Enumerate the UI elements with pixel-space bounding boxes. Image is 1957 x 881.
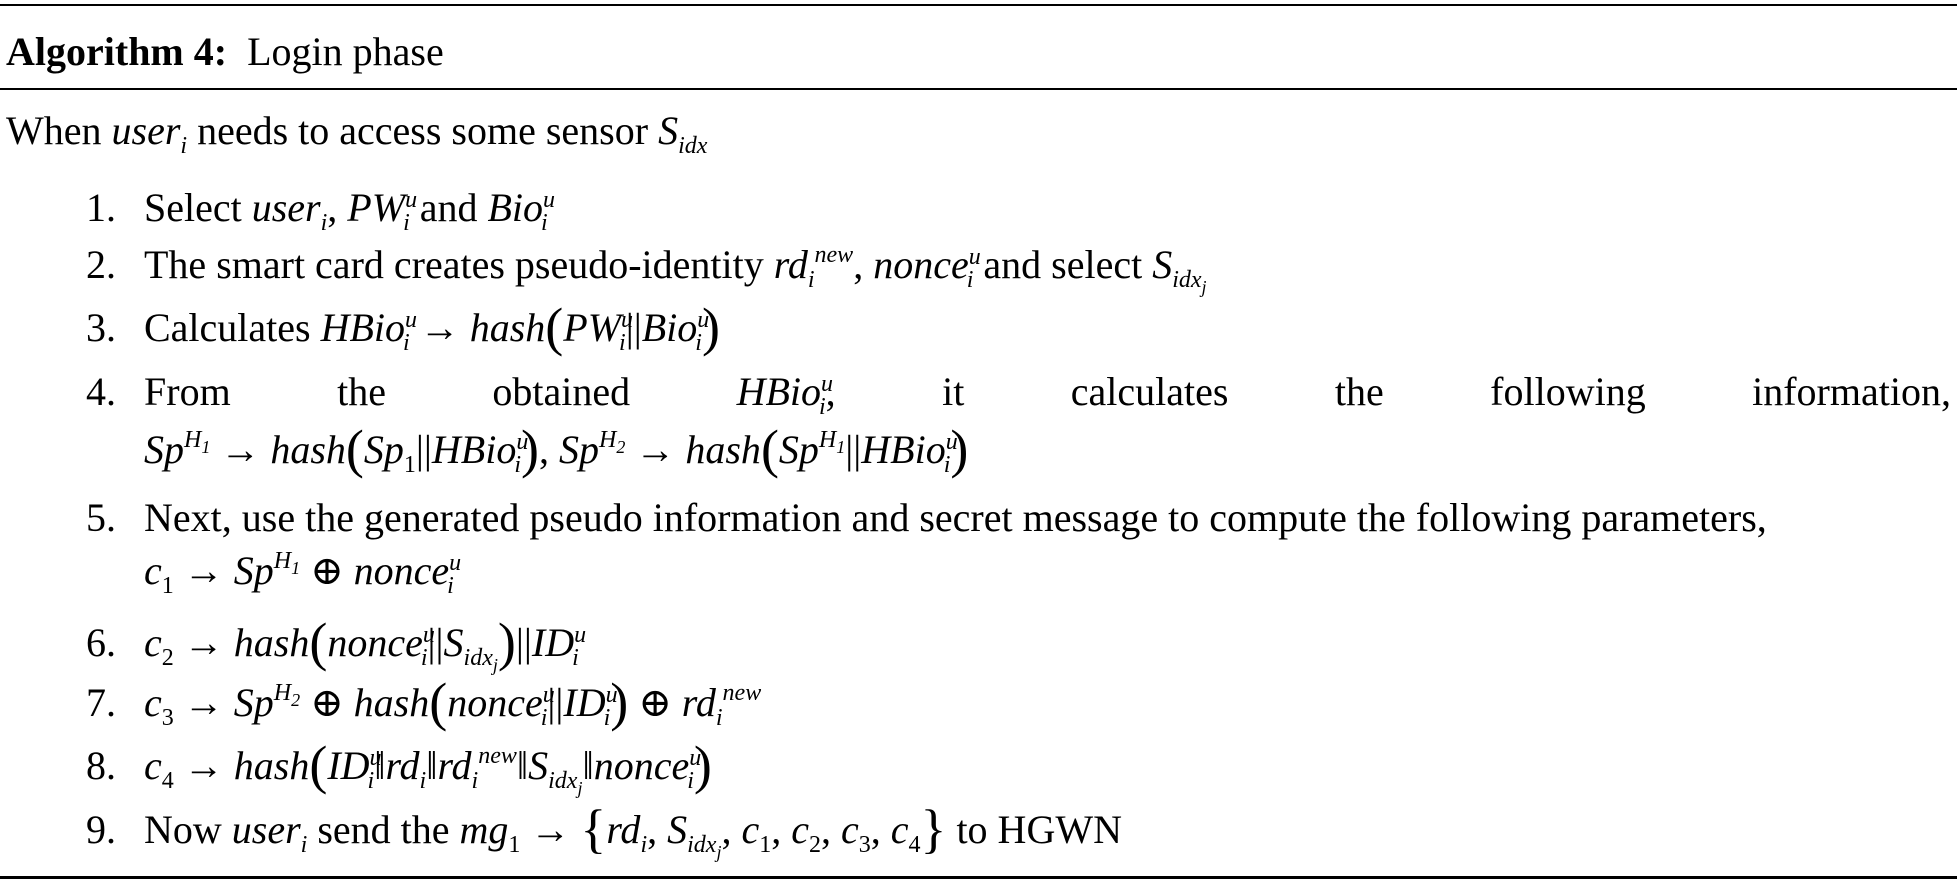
algorithm-label: Algorithm 4: — [6, 29, 228, 74]
algorithm-step-5: 5.Next, use the generated pseudo informa… — [86, 495, 1767, 540]
header-rule — [0, 88, 1957, 90]
algorithm-name: Login phase — [247, 29, 444, 74]
algorithm-step-2: 2.The smart card creates pseudo-identity… — [86, 242, 1207, 297]
algorithm-step-8: 8.c4 → hash(IDui‖rdi‖rdinew‖Sidxj‖nonceu… — [86, 735, 712, 798]
algorithm-step-5-formula: c1 → SpH1 ⊕ nonceui — [144, 548, 462, 599]
bottom-rule — [0, 876, 1957, 879]
algorithm-step-6: 6.c2 → hash(nonceui||Sidxj)||IDui — [86, 612, 587, 675]
algorithm-step-4: 4. From the obtained HBioui, it calculat… — [86, 369, 1951, 420]
algorithm-intro: When useri needs to access some sensor S… — [6, 108, 708, 159]
top-rule — [0, 4, 1957, 6]
algorithm-step-3: 3.Calculates HBioui → hash(PWui||Bioui) — [86, 297, 720, 357]
algorithm-title: Algorithm 4: Login phase — [6, 28, 444, 76]
algorithm-step-9: 9.Now useri send the mg1 → {rdi, Sidxj, … — [86, 799, 1122, 862]
algorithm-step-7: 7.c3 → SpH2 ⊕ hash(nonceui||IDui) ⊕ rdin… — [86, 672, 762, 732]
algorithm-step-4-formula: SpH1 → hash(Sp1||HBioui), SpH2 → hash(Sp… — [144, 419, 969, 479]
algorithm-step-1: 1.Select useri, PWui and Bioui — [86, 185, 556, 236]
